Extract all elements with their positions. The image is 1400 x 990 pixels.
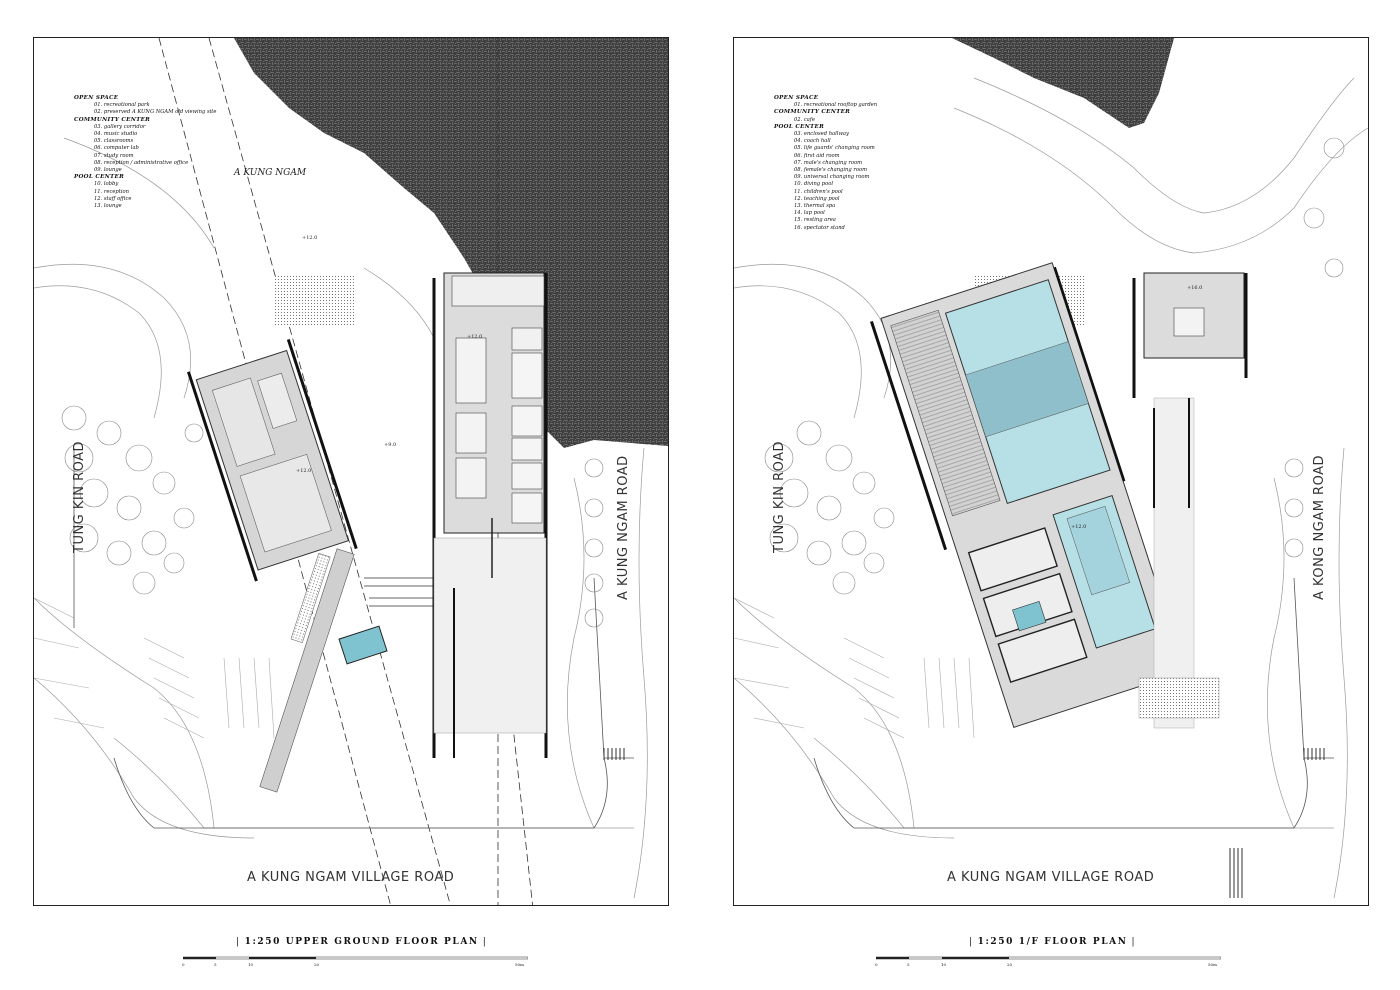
legend-item: 01. recreational park — [94, 102, 150, 109]
legend-heading: POOL CENTER — [774, 123, 825, 130]
legend-item: 04. coach hall — [794, 138, 831, 145]
level-label: +12.0 — [296, 468, 312, 474]
road-label-south: A KUNG NGAM VILLAGE ROAD — [947, 870, 1155, 885]
scale-tick: 10 — [941, 962, 947, 967]
road-label-east: A KONG NGAM ROAD — [1312, 455, 1327, 600]
legend-heading: COMMUNITY CENTER — [774, 109, 851, 116]
zebra-crossing — [603, 748, 625, 760]
legend-item: 02. cafe — [794, 116, 815, 123]
access-ramp — [259, 548, 355, 793]
scale-tick: 0 — [875, 962, 878, 967]
first-floor-drawing — [734, 38, 1368, 899]
scale-tick: 0 — [182, 962, 185, 967]
legend-item: 09. lounge — [94, 167, 122, 174]
legend-item: 12. teaching pool — [794, 195, 840, 202]
rock-outcrop — [952, 38, 1174, 128]
road-label-west: TUNG KIN ROAD — [72, 440, 87, 553]
upper-ground-floor-drawing — [34, 38, 668, 905]
scale-tick: 20 — [314, 962, 320, 967]
scale-tick: 5 — [214, 962, 217, 967]
contour-lines — [34, 137, 648, 899]
spectator-steps — [1138, 677, 1220, 719]
legend-heading: POOL CENTER — [74, 174, 125, 181]
legend-item: 02. preserved A KUNG NGAM old viewing si… — [94, 109, 217, 116]
pool-center-building — [870, 262, 1186, 728]
legend-item: 09. universal changing room — [794, 174, 870, 181]
legend-item: 07. male's changing room — [794, 159, 862, 166]
legend-item: 13. lounge — [94, 203, 122, 210]
level-label: +12.0 — [302, 235, 318, 241]
level-label: +9.0 — [384, 442, 397, 448]
scale-tick: 50m — [1208, 962, 1217, 967]
scale-bar — [876, 956, 1221, 960]
reflecting-pool — [338, 625, 388, 665]
legend-item: 03. gallery corridor — [94, 123, 146, 130]
legend-heading: COMMUNITY CENTER — [74, 116, 151, 123]
legend-item: 01. recreational rooftop garden — [794, 102, 878, 109]
scale-bar — [183, 956, 528, 960]
community-center-building — [432, 272, 548, 758]
legend-item: 10. diving pool — [794, 181, 834, 188]
plan-title-text: 1:250 1/F FLOOR PLAN — [977, 937, 1128, 947]
scale-tick: 20 — [1007, 962, 1013, 967]
legend-heading: OPEN SPACE — [774, 95, 819, 101]
rock-outcrop — [234, 38, 668, 448]
plan-title: |1:250 1/F FLOOR PLAN| — [969, 937, 1137, 947]
legend-item: 05. classrooms — [94, 138, 134, 145]
contour-lines — [734, 77, 1368, 899]
trees — [61, 405, 604, 628]
legend-item: 03. enclosed hallway — [794, 131, 849, 138]
plan-title-text: 1:250 UPPER GROUND FLOOR PLAN — [244, 937, 479, 947]
legend-item: 05. life guards' changing room — [794, 145, 875, 152]
road-label-west: TUNG KIN ROAD — [772, 440, 787, 553]
plan-title: |1:250 UPPER GROUND FLOOR PLAN| — [236, 937, 488, 947]
legend-item: 15. resting area — [794, 217, 836, 224]
legend-item: 07. study room — [94, 152, 134, 159]
place-label: A KUNG NGAM — [234, 168, 307, 178]
legend-item: 13. thermal spa — [794, 203, 836, 210]
legend-item: 14. lap pool — [794, 210, 825, 217]
scale-tick: 10 — [248, 962, 254, 967]
trees — [764, 137, 1345, 595]
community-pavilion — [187, 338, 358, 582]
parking-stalls — [734, 597, 975, 739]
zebra-crossing — [1229, 748, 1325, 898]
level-label: +16.0 — [1187, 285, 1203, 291]
road-label-east: A KUNG NGAM ROAD — [616, 455, 631, 600]
bridge — [364, 577, 434, 607]
legend-item: 12. staff office — [94, 195, 132, 202]
scale-tick: 50m — [515, 962, 524, 967]
level-label: +12.0 — [467, 334, 483, 340]
legend-item: 16. spectator stand — [794, 224, 845, 231]
legend-item: 06. computer lab — [94, 145, 139, 152]
legend-item: 11. children's pool — [794, 188, 843, 195]
legend-item: 04. music studio — [94, 131, 138, 138]
legend-item: 08. reception / administrative office — [94, 159, 189, 166]
legend-item: 11. reception — [94, 188, 129, 195]
legend-item: 10. lobby — [94, 181, 119, 188]
road-label-south: A KUNG NGAM VILLAGE ROAD — [247, 870, 455, 885]
cafe-building — [1132, 272, 1248, 729]
legend-item: 06. first aid room — [794, 152, 840, 159]
legend-item: 08. female's changing room — [794, 167, 867, 174]
level-label: +12.0 — [1071, 524, 1087, 530]
parking-stalls — [34, 597, 275, 739]
scale-tick: 5 — [907, 962, 910, 967]
terrace-stairs — [274, 276, 354, 326]
legend-heading: OPEN SPACE — [74, 95, 119, 101]
